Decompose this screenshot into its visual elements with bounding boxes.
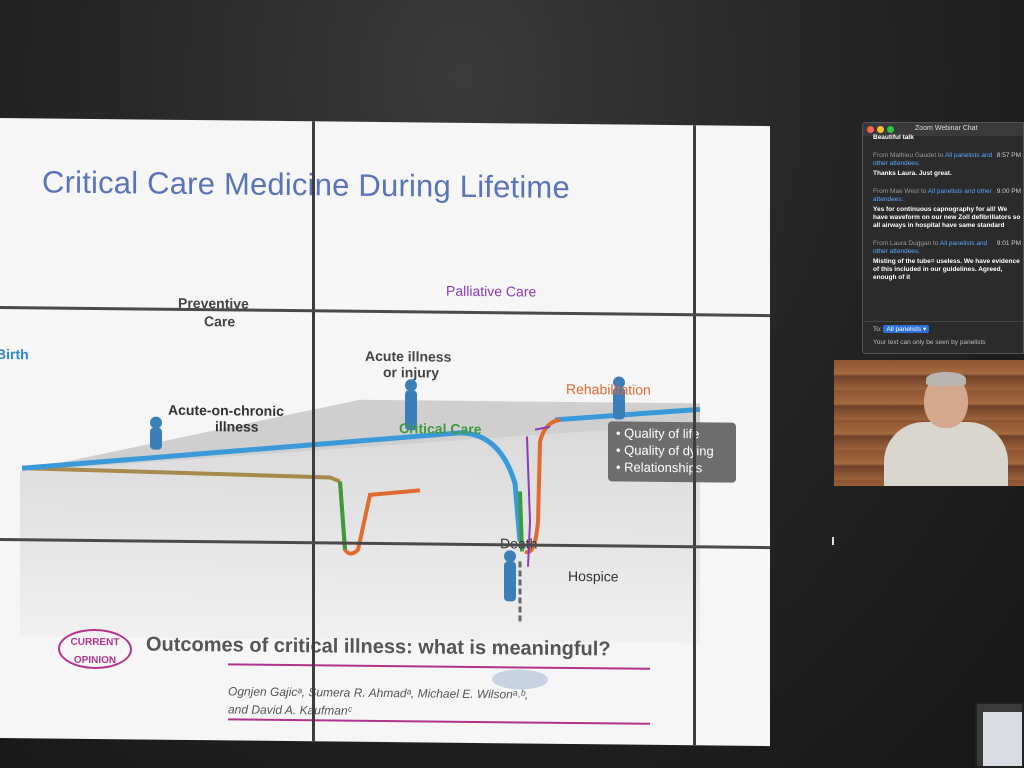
timeline-right (554, 406, 701, 423)
chat-message: From Mathieu Gaudet to All panelists and… (873, 152, 1023, 178)
label-care: Care (204, 313, 236, 330)
label-rehabilitation: Rehabilitation (566, 380, 651, 398)
life-timeline (21, 430, 523, 542)
chronic-path (29, 466, 341, 484)
authors: Ognjen Gajicᵃ, Sumera R. Ahmadᵃ, Michael… (228, 682, 528, 721)
critical-care-line (518, 491, 524, 552)
logo-line-1: CURRENT (70, 636, 120, 649)
label-illness: illness (215, 418, 259, 435)
label-or-injury: or injury (383, 364, 440, 381)
label-palliative-care: Palliative Care (446, 282, 537, 300)
projected-slide: Critical Care Medicine During Lifetime (0, 118, 770, 747)
recipient-dropdown[interactable]: All panelists ▾ (883, 325, 930, 333)
message-recipient[interactable]: All panelists and other attendees: (873, 188, 992, 203)
speaker-hair (926, 372, 966, 386)
chat-message: From Mae West to All panelists and other… (873, 188, 1023, 230)
message-recipient[interactable]: All panelists and other attendees: (873, 240, 988, 255)
acute-on-chronic-dip (338, 481, 421, 556)
laptop-screen (983, 712, 1022, 766)
to-label: To: (873, 326, 882, 333)
label-acute-illness: Acute illness (365, 347, 452, 365)
message-text: Thanks Laura. Just great. (873, 170, 952, 177)
text-cursor (832, 537, 834, 545)
hospice-icon (492, 669, 548, 690)
chat-titlebar: Zoom Webinar Chat (863, 123, 1023, 136)
zoom-webinar-chat-window: Zoom Webinar Chat Beautiful talk From Ma… (862, 122, 1024, 354)
palliative-line (526, 425, 551, 567)
slide-title: Critical Care Medicine During Lifetime (42, 164, 570, 205)
lifetime-diagram (20, 376, 701, 690)
quality-item: • Quality of life (616, 425, 700, 442)
rehab-line (524, 417, 561, 555)
minimize-icon[interactable] (877, 126, 884, 133)
chat-input[interactable]: Your text can only be seen by panelists (873, 339, 986, 346)
logo-line-2: OPINION (73, 654, 117, 667)
label-birth: Birth (0, 345, 29, 363)
message-sender: From Mae West to (873, 188, 928, 195)
person-figures (150, 376, 625, 602)
quality-item: • Relationships (616, 459, 703, 476)
message-sender: From Laura Duggan to (873, 240, 940, 247)
message-header: From Mae West to All panelists and other… (873, 188, 1023, 204)
laptop (975, 702, 1024, 768)
chat-messages[interactable]: Beautiful talk From Mathieu Gaudet to Al… (863, 134, 1023, 321)
message-text: Misting of the tube= useless. We have ev… (873, 258, 1020, 281)
acute-on-chronic-green (338, 481, 347, 550)
message-sender: From Mathieu Gaudet to (873, 152, 945, 159)
chat-footer: To: All panelists ▾ Your text can only b… (863, 321, 1023, 353)
message-time: 9:00 PM (996, 188, 1021, 195)
recipient-row: To: All panelists ▾ (873, 325, 1013, 333)
message-header: From Laura Duggan to All panelists and o… (873, 240, 1023, 256)
video-wall-seam (693, 125, 696, 746)
speaker-body (884, 422, 1008, 486)
label-critical-care: Critical Care (399, 420, 482, 438)
message-recipient[interactable]: All panelists and other attendees: (873, 152, 993, 167)
current-opinion-logo: CURRENT OPINION (58, 628, 132, 670)
quality-item: • Quality of dying (616, 442, 714, 459)
video-wall-seam (312, 121, 315, 742)
chat-title: Zoom Webinar Chat (915, 125, 978, 132)
close-icon[interactable] (867, 126, 874, 133)
label-acute-on-chronic: Acute-on-chronic (168, 401, 284, 419)
quality-box: • Quality of life • Quality of dying • R… (608, 421, 736, 483)
speaker-video (834, 360, 1024, 486)
maximize-icon[interactable] (887, 126, 894, 133)
message-time: 8:57 PM (996, 152, 1021, 159)
chat-message: From Laura Duggan to All panelists and o… (873, 240, 1023, 282)
message-text: Beautiful talk (873, 134, 914, 141)
label-hospice: Hospice (568, 567, 619, 585)
article-title: Outcomes of critical illness: what is me… (146, 633, 611, 661)
message-text: Yes for continuous capnography for all! … (873, 206, 1021, 229)
message-time: 9:01 PM (996, 240, 1021, 247)
message-header: From Mathieu Gaudet to All panelists and… (873, 152, 1023, 168)
